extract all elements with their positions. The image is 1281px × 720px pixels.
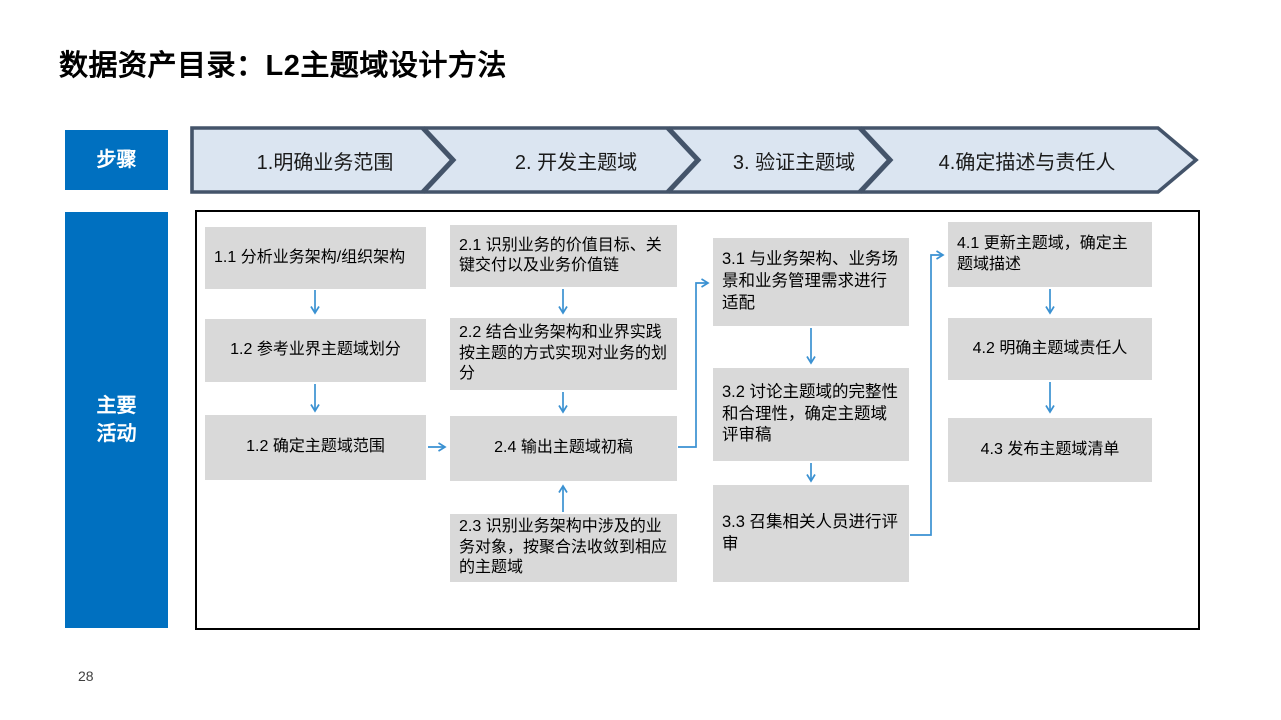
activity-box-3-2: 3.2 讨论主题域的完整性和合理性，确定主题域评审稿: [713, 368, 909, 461]
step-label-1: 1.明确业务范围: [256, 151, 394, 174]
activity-box-2-4: 2.4 输出主题域初稿: [450, 416, 677, 481]
activity-box-2-3: 2.3 识别业务架构中涉及的业务对象，按聚合法收敛到相应的主题域: [450, 514, 677, 582]
activity-box-1-2b-text: 1.2 确定主题域范围: [246, 438, 385, 456]
activity-box-2-1: 2.1 识别业务的价值目标、关键交付以及业务价值链: [450, 225, 677, 287]
activity-box-3-1-text: 3.1 与业务架构、业务场景和业务管理需求进行适配: [722, 250, 899, 312]
activity-box-1-2-text: 1.2 参考业界主题域划分: [230, 341, 401, 359]
activity-box-2-3-text: 2.3 识别业务架构中涉及的业务对象，按聚合法收敛到相应的主题域: [459, 518, 668, 577]
chevron-separator-3: [858, 126, 894, 194]
slide-title: 数据资产目录：L2主题域设计方法: [59, 50, 507, 82]
activity-box-4-3: 4.3 发布主题域清单: [948, 418, 1152, 482]
activity-box-4-2-text: 4.2 明确主题域责任人: [972, 339, 1128, 357]
activity-box-1-2: 1.2 参考业界主题域划分: [205, 319, 426, 382]
activity-box-4-1-text: 4.1 更新主题域，确定主题域描述: [957, 235, 1128, 273]
step-label-2: 2. 开发主题域: [514, 151, 638, 174]
activity-box-4-3-text: 4.3 发布主题域清单: [980, 440, 1120, 458]
activity-box-3-3-text: 3.3 召集相关人员进行评审: [722, 512, 899, 553]
activity-box-2-1-text: 2.1 识别业务的价值目标、关键交付以及业务价值链: [459, 236, 662, 274]
activity-box-3-1: 3.1 与业务架构、业务场景和业务管理需求进行适配: [713, 238, 909, 326]
activity-box-2-4-text: 2.4 输出主题域初稿: [494, 439, 633, 457]
chevron-separator-2: [666, 126, 702, 194]
activity-box-3-3: 3.3 召集相关人员进行评审: [713, 485, 909, 582]
chevron-separator-1: [421, 126, 457, 194]
step-label-4: 4.确定描述与责任人: [938, 151, 1116, 174]
activity-box-1-2b: 1.2 确定主题域范围: [205, 415, 426, 480]
steps-row-label: 步骤: [65, 130, 168, 190]
chevron-banner-shape: [190, 126, 1199, 194]
activity-box-4-1: 4.1 更新主题域，确定主题域描述: [948, 222, 1152, 287]
step-chevron-bar: [190, 126, 1199, 194]
activity-box-4-2: 4.2 明确主题域责任人: [948, 318, 1152, 380]
activity-box-1-1-text: 1.1 分析业务架构/组织架构: [214, 248, 406, 266]
activity-box-1-1: 1.1 分析业务架构/组织架构: [205, 227, 426, 289]
activity-box-2-2-text: 2.2 结合业务架构和业界实践按主题的方式实现对业务的划分: [459, 324, 668, 383]
main-activities-row-label: 主要 活动: [65, 212, 168, 628]
step-label-3: 3. 验证主题域: [732, 151, 856, 174]
activity-box-3-2-text: 3.2 讨论主题域的完整性和合理性，确定主题域评审稿: [722, 382, 899, 445]
page-number: 28: [78, 668, 94, 684]
activity-box-2-2: 2.2 结合业务架构和业界实践按主题的方式实现对业务的划分: [450, 318, 677, 390]
